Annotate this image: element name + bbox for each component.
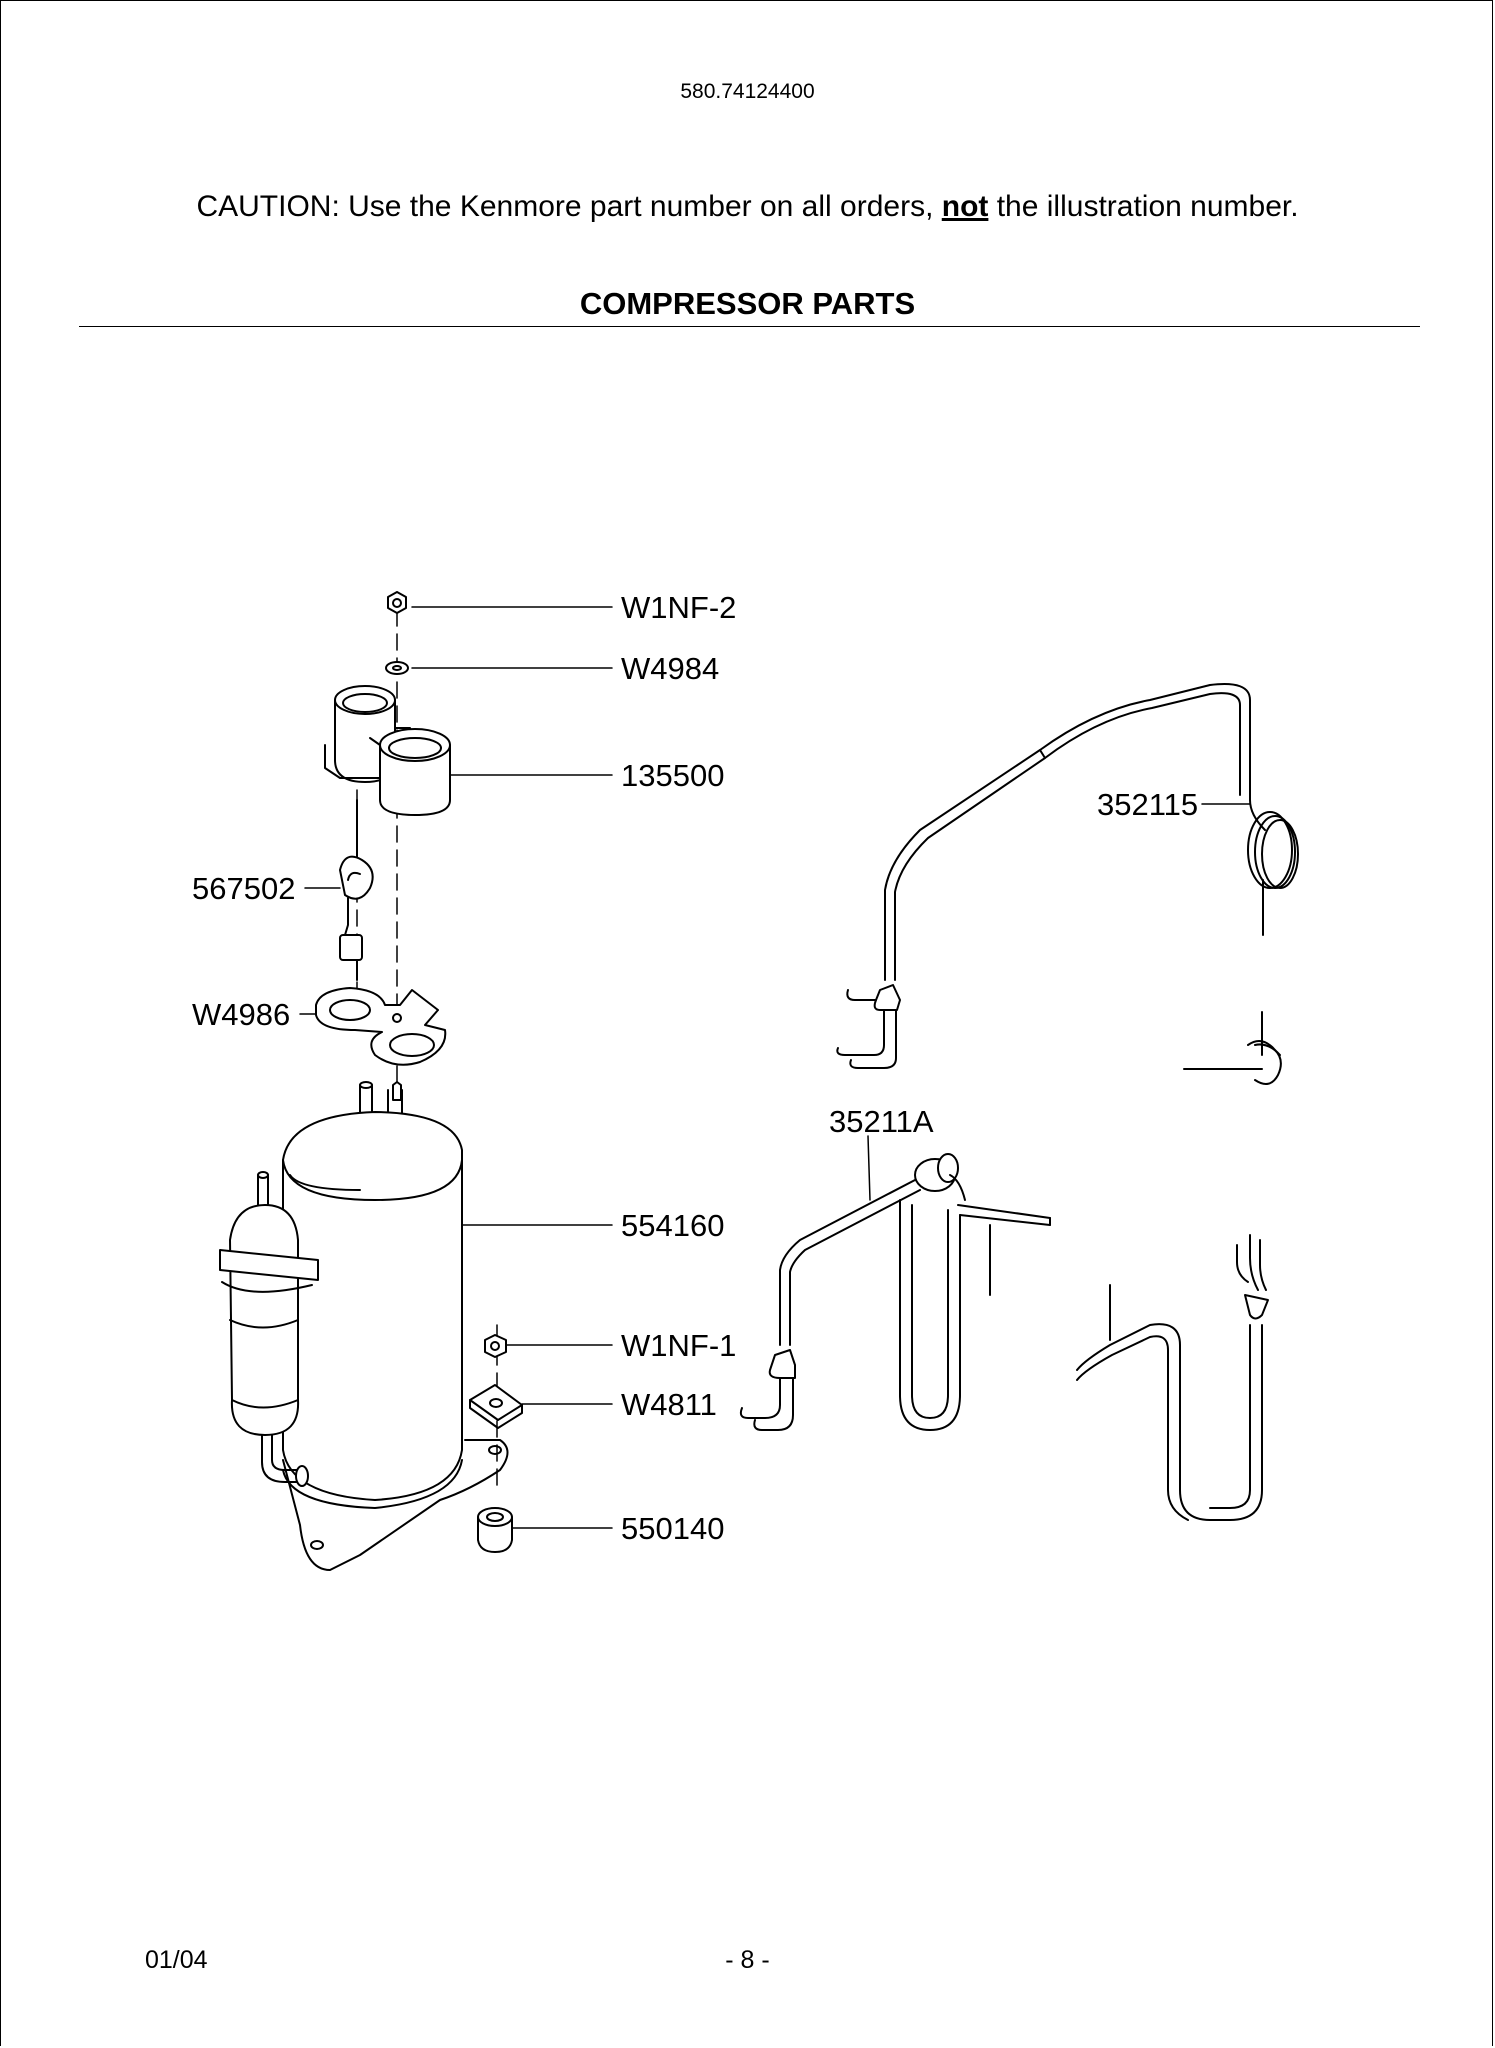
wire-clip-part (339, 799, 374, 981)
nut-bottom-part (484, 1334, 507, 1358)
title-divider (79, 326, 1420, 327)
label-w4986: W4986 (192, 997, 290, 1032)
caution-text-prefix: CAUTION: Use the Kenmore part number on … (196, 190, 942, 223)
compressor-body-part (219, 1081, 509, 1571)
pipe-hook-part (1183, 1011, 1282, 1085)
washer-top-part (385, 661, 409, 675)
mounting-bracket-part (315, 987, 447, 1066)
revision-date: 01/04 (145, 1946, 208, 1974)
label-35211a: 35211A (829, 1104, 934, 1139)
capacitor-part (324, 685, 451, 816)
label-554160: 554160 (621, 1208, 724, 1243)
label-w1nf-2: W1NF-2 (621, 590, 736, 625)
capillary-tube-part (836, 683, 1299, 1069)
label-w4811: W4811 (621, 1387, 717, 1422)
suction-tube-part (739, 1153, 1051, 1431)
nut-top-part (387, 591, 407, 614)
page-number: - 8 - (725, 1946, 770, 1974)
model-number: 580.74124400 (680, 80, 815, 103)
label-550140: 550140 (621, 1511, 724, 1546)
caution-text-suffix: the illustration number. (988, 190, 1299, 223)
leader-lines (299, 606, 1251, 1529)
label-567502: 567502 (192, 871, 295, 906)
label-w1nf-1: W1NF-1 (621, 1328, 736, 1363)
discharge-tube-part (1076, 1234, 1269, 1521)
label-135500: 135500 (621, 758, 724, 793)
rubber-grommet-part (477, 1507, 513, 1553)
caution-emphasis: not (941, 190, 989, 223)
part-labels: W1NF-2 W4984 135500 567502 W4986 554160 … (192, 590, 1198, 1546)
label-w4984: W4984 (621, 651, 719, 686)
section-title: COMPRESSOR PARTS (579, 286, 916, 321)
spacer-plate-part (469, 1384, 523, 1429)
label-352115: 352115 (1097, 787, 1198, 822)
caution-notice: CAUTION: Use the Kenmore part number on … (0, 190, 1495, 224)
